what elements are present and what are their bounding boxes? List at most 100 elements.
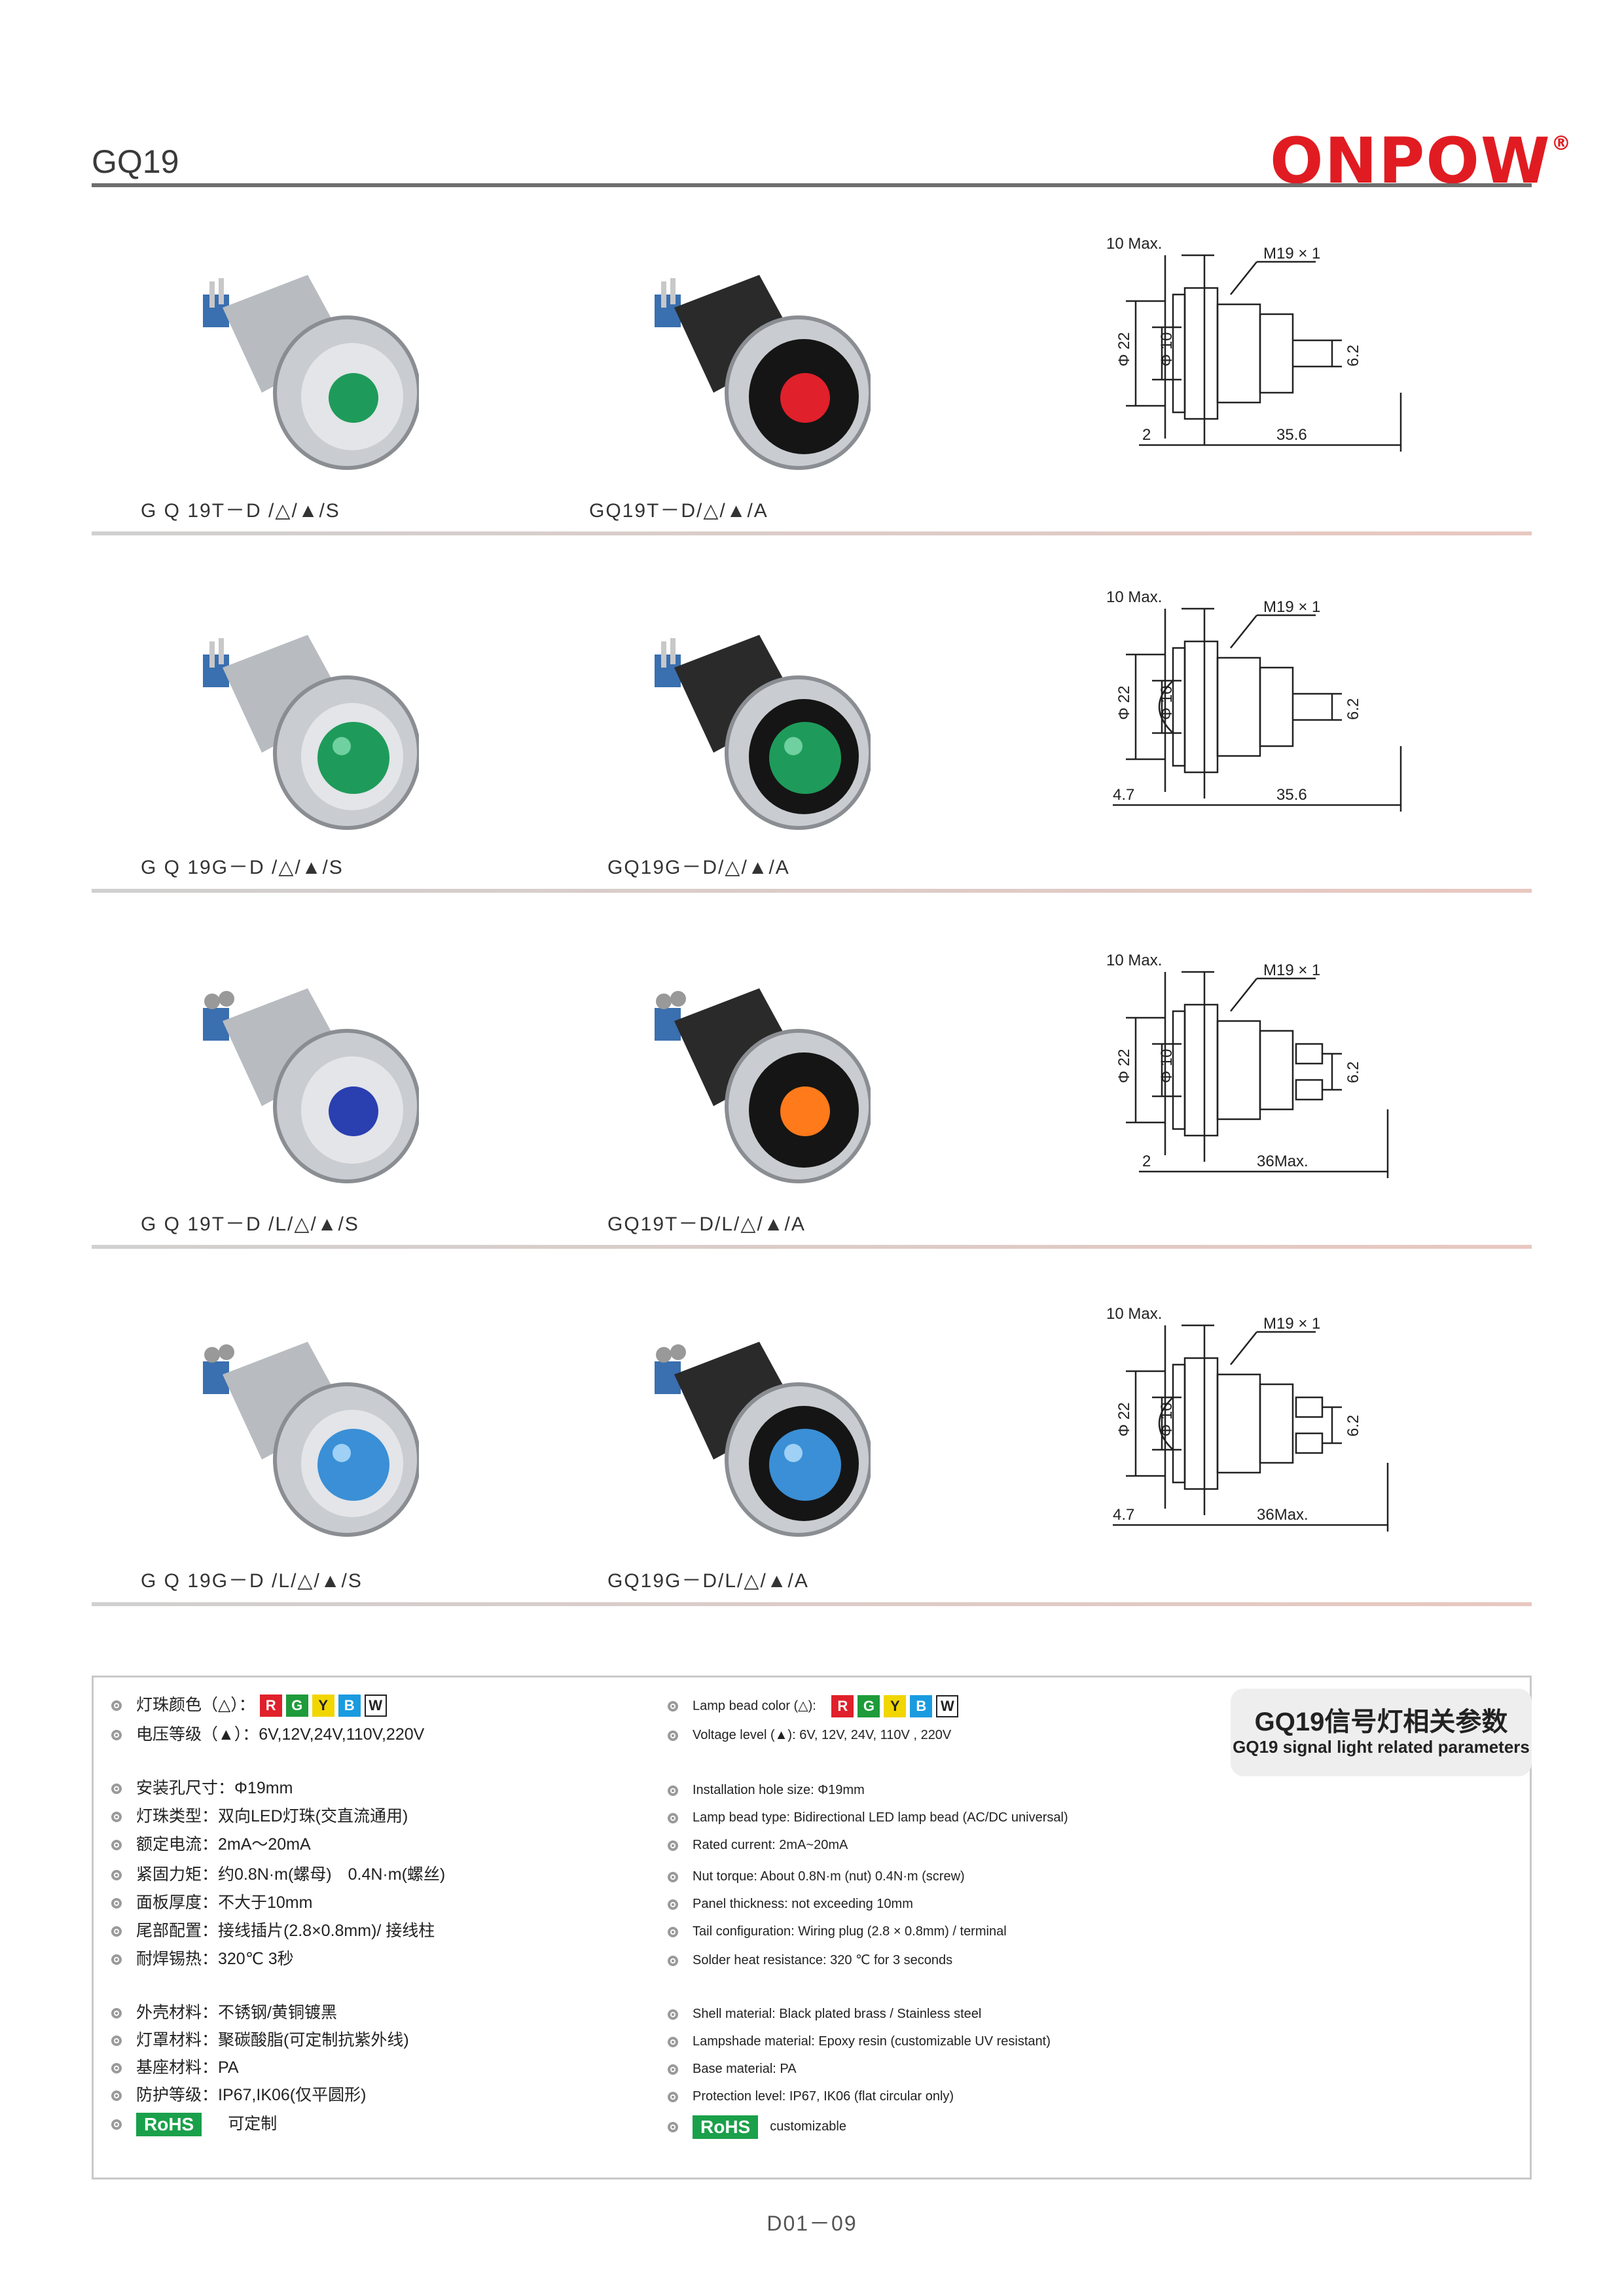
- bullet-icon: [111, 2063, 122, 2074]
- product-photo-black-dome-blue: [655, 1342, 871, 1537]
- params-title-en: GQ19 signal light related parameters: [1233, 1737, 1530, 1757]
- row-divider: [92, 889, 1532, 893]
- dimension-drawing: 10 Max. M19 × 1 Φ 22 Φ 10 6.2 4.7 35.6: [1106, 588, 1402, 812]
- spec-text: 电压等级（▲）：6V,12V,24V,110V,220V: [136, 1725, 425, 1744]
- front-length-label: 4.7: [1113, 1506, 1134, 1524]
- bullet-icon: [668, 2091, 678, 2102]
- bullet-icon: [111, 1812, 122, 1823]
- row-divider: [92, 531, 1532, 535]
- spec-text: Protection level: IP67, IK06 (flat circu…: [693, 2089, 954, 2104]
- page-title: GQ19: [92, 143, 179, 180]
- diameter-inner-label: Φ 10: [1158, 685, 1176, 720]
- spec-text: Base material: PA: [693, 2062, 797, 2076]
- spec-item-cn: 防护等级：IP67,IK06(仅平圆形): [111, 2082, 366, 2106]
- product-caption: GQ19G－D/△/▲/A: [607, 857, 790, 878]
- spec-text: 安装孔尺寸：Φ19mm: [136, 1779, 293, 1797]
- product-photo-steel-dome-green: [203, 635, 419, 830]
- spec-text: Nut torque: About 0.8N·m (nut) 0.4N·m (s…: [693, 1869, 965, 1884]
- thread-label: M19 × 1: [1263, 598, 1320, 616]
- spec-text: 紧固力矩：约0.8N·m(螺母) 0.4N·m(螺丝): [136, 1865, 446, 1884]
- bullet-icon: [111, 1954, 122, 1965]
- spec-text: 尾部配置：接线插片(2.8×0.8mm)/ 接线柱: [136, 1922, 435, 1940]
- spec-label: Lamp bead color (△):: [693, 1698, 816, 1713]
- diameter-outer-label: Φ 22: [1115, 1049, 1133, 1083]
- product-photo-black-flat-orange: [655, 988, 871, 1183]
- spec-text: Solder heat resistance: 320 ℃ for 3 seco…: [693, 1953, 953, 1967]
- spec-text: Lamp bead type: Bidirectional LED lamp b…: [693, 1810, 1068, 1825]
- bullet-icon: [111, 1700, 122, 1712]
- product-caption: G Q 19G－D /△/▲/S: [141, 857, 344, 878]
- spec-item-cn: 紧固力矩：约0.8N·m(螺母) 0.4N·m(螺丝): [111, 1861, 445, 1885]
- color-swatch-blue: B: [338, 1695, 361, 1717]
- spec-text: Rated current: 2mA~20mA: [693, 1838, 848, 1852]
- pin-pitch-label: 6.2: [1344, 345, 1362, 367]
- spec-text: Shell material: Black plated brass / Sta…: [693, 2007, 982, 2021]
- bullet-icon: [668, 1840, 678, 1851]
- spec-text: 防护等级：IP67,IK06(仅平圆形): [136, 2086, 367, 2104]
- rohs-badge: RoHS: [693, 2115, 759, 2139]
- spec-text: 基座材料：PA: [136, 2058, 239, 2077]
- diameter-outer-label: Φ 22: [1115, 332, 1133, 367]
- row-divider: [92, 1602, 1532, 1606]
- color-swatch-white: W: [936, 1695, 959, 1717]
- bullet-icon: [111, 1870, 122, 1881]
- bullet-icon: [668, 1955, 678, 1966]
- color-swatch-blue: B: [910, 1695, 933, 1717]
- spec-text: Lampshade material: Epoxy resin (customi…: [693, 2034, 1051, 2049]
- product-photo-black-flat-red: [655, 275, 871, 470]
- front-length-label: 2: [1142, 1153, 1151, 1170]
- bullet-icon: [668, 1730, 678, 1741]
- spec-voltage-cn: 电压等级（▲）：6V,12V,24V,110V,220V: [111, 1721, 424, 1745]
- product-caption: GQ19G－D/L/△/▲/A: [607, 1570, 809, 1592]
- spec-text: customizable: [770, 2119, 846, 2134]
- spec-item-cn: 耐焊锡热：320℃ 3秒: [111, 1946, 294, 1969]
- thread-label: M19 × 1: [1263, 245, 1320, 262]
- bullet-icon: [668, 1701, 678, 1712]
- bullet-icon: [668, 1785, 678, 1796]
- pin-pitch-label: 6.2: [1344, 1415, 1362, 1437]
- color-swatch-red: R: [259, 1695, 282, 1717]
- rohs-badge: RoHS: [136, 2113, 202, 2137]
- spec-item-cn: 安装孔尺寸：Φ19mm: [111, 1775, 293, 1799]
- params-title-cn: GQ19信号灯相关参数: [1254, 1708, 1508, 1736]
- spec-item-en: Installation hole size: Φ19mm: [668, 1783, 865, 1798]
- front-length-label: 4.7: [1113, 786, 1134, 804]
- product-caption: G Q 19T－D /△/▲/S: [141, 500, 340, 522]
- spec-item-cn: 面板厚度：不大于10mm: [111, 1890, 312, 1913]
- color-swatch-red: R: [831, 1695, 854, 1717]
- diameter-inner-label: Φ 10: [1158, 1402, 1176, 1437]
- spec-voltage-en: Voltage level (▲): 6V, 12V, 24V, 110V , …: [668, 1728, 951, 1743]
- spec-text: Panel thickness: not exceeding 10mm: [693, 1897, 913, 1911]
- max-label: 10 Max.: [1106, 1305, 1162, 1323]
- spec-item-en: Rated current: 2mA~20mA: [668, 1838, 848, 1853]
- bullet-icon: [111, 1784, 122, 1795]
- spec-text: 额定电流：2mA～20mA: [136, 1835, 311, 1854]
- pin-pitch-label: 6.2: [1344, 698, 1362, 720]
- spec-text: 灯珠类型：双向LED灯珠(交直流通用): [136, 1807, 408, 1825]
- body-length-label: 36Max.: [1257, 1506, 1308, 1524]
- product-caption: G Q 19G－D /L/△/▲/S: [141, 1570, 363, 1592]
- bullet-icon: [668, 1812, 678, 1823]
- spec-text: 耐焊锡热：320℃ 3秒: [136, 1950, 294, 1968]
- spec-item-cn: 灯罩材料：聚碳酸脂(可定制抗紫外线): [111, 2027, 409, 2051]
- product-caption: GQ19T－D/L/△/▲/A: [607, 1213, 806, 1235]
- spec-item-cn: 灯珠类型：双向LED灯珠(交直流通用): [111, 1803, 408, 1827]
- spec-item-en: Nut torque: About 0.8N·m (nut) 0.4N·m (s…: [668, 1869, 965, 1884]
- bullet-icon: [111, 2008, 122, 2019]
- thread-label: M19 × 1: [1263, 961, 1320, 979]
- spec-item-en: Panel thickness: not exceeding 10mm: [668, 1897, 913, 1912]
- registered-mark: ®: [1551, 132, 1572, 155]
- color-swatch-yellow: Y: [312, 1695, 334, 1717]
- spec-box: [92, 1676, 1532, 2179]
- bullet-icon: [111, 2119, 122, 2130]
- bullet-icon: [668, 2009, 678, 2020]
- bullet-icon: [668, 1871, 678, 1882]
- spec-text: 外壳材料：不锈钢/黄铜镀黑: [136, 2003, 337, 2022]
- dimension-drawing: 10 Max. M19 × 1 Φ 22 Φ 10 6.2 2 35.6: [1106, 235, 1402, 452]
- diameter-inner-label: Φ 10: [1158, 332, 1176, 367]
- bullet-icon: [111, 1898, 122, 1909]
- spec-item-cn: 外壳材料：不锈钢/黄铜镀黑: [111, 2000, 337, 2023]
